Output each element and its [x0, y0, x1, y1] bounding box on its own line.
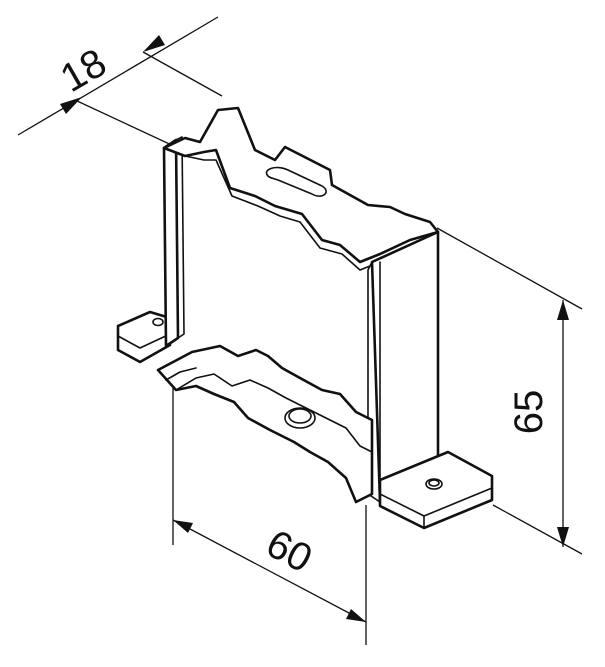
dimension-depth: 18 [17, 16, 223, 149]
dimension-arrow [60, 97, 82, 114]
dimension-arrow [143, 35, 165, 52]
dimension-label-depth: 18 [53, 41, 114, 101]
dimension-arrow [173, 520, 193, 533]
dimension-label-height: 65 [507, 390, 551, 435]
dimension-label-width: 60 [259, 522, 319, 582]
dimension-arrow [557, 527, 569, 547]
dimension-line [172, 519, 367, 623]
extension-line [492, 504, 583, 555]
right-foot-hole [425, 478, 443, 490]
dimension-arrow [346, 609, 366, 622]
left-foot-hole [152, 317, 164, 327]
bottom-hole-inner [288, 408, 312, 424]
top-slot [265, 166, 327, 197]
right-foot [378, 450, 494, 530]
extension-line [142, 51, 223, 97]
dimension-arrow [557, 300, 569, 320]
extension-line [74, 99, 179, 149]
top-strap [162, 106, 440, 264]
bottom-hole [284, 407, 316, 429]
bracket-part [116, 106, 494, 530]
extension-line [436, 227, 583, 310]
left-leg [162, 138, 180, 348]
left-foot [116, 310, 172, 364]
bottom-strap [156, 344, 374, 504]
dimension-line [17, 16, 219, 136]
dimension-height: 65 [436, 227, 583, 555]
